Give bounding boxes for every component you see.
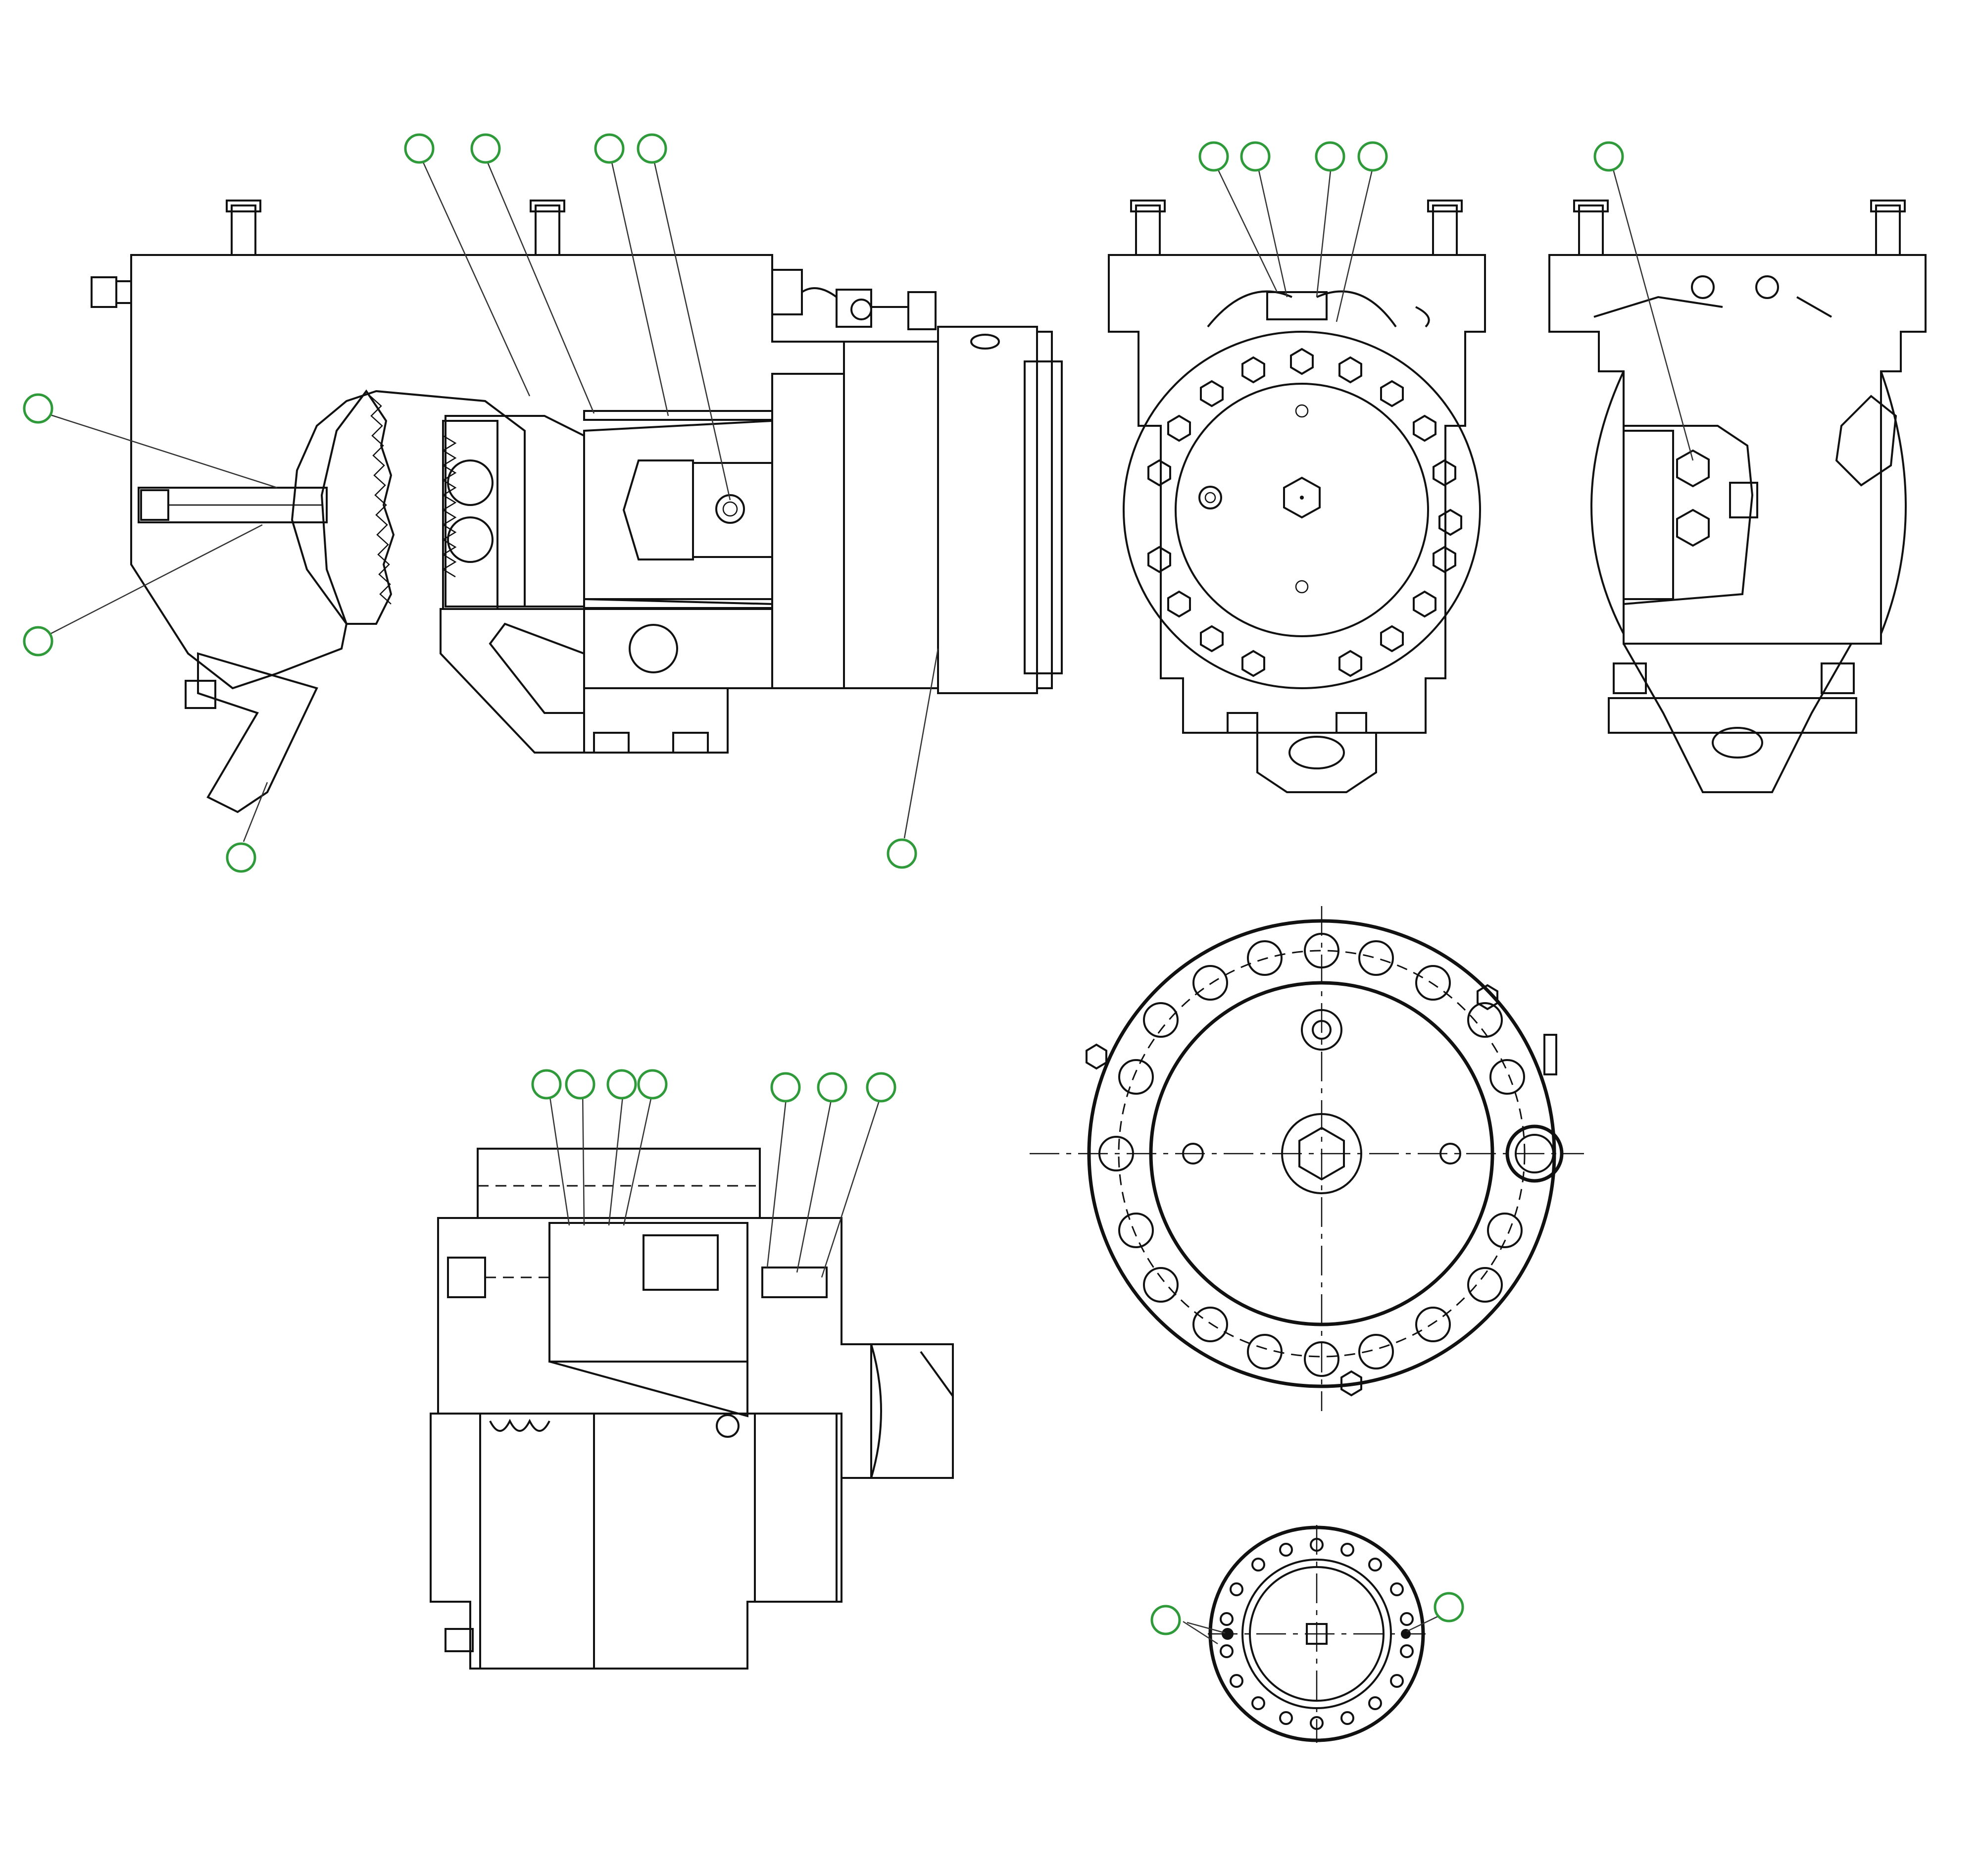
- callout-19[interactable]: [817, 1072, 847, 1103]
- callout-12[interactable]: [1357, 141, 1388, 172]
- rear-view: [1548, 200, 1927, 793]
- callout-2[interactable]: [470, 133, 501, 164]
- callout-5[interactable]: [23, 393, 53, 424]
- large-flange-view: [1030, 906, 1584, 1411]
- small-flange-bolt-circle: [1220, 1538, 1414, 1730]
- callout-18[interactable]: [770, 1072, 801, 1103]
- callout-1[interactable]: [404, 133, 435, 164]
- front-bolt-circle: [1147, 348, 1462, 677]
- leader-lines: [50, 162, 1694, 1645]
- callout-21[interactable]: [1150, 1605, 1181, 1635]
- callout-8[interactable]: [887, 838, 917, 869]
- callout-15[interactable]: [565, 1069, 595, 1100]
- callout-16[interactable]: [606, 1069, 637, 1100]
- bottom-section-view: [430, 1148, 954, 1670]
- callout-11[interactable]: [1315, 141, 1345, 172]
- side-section-view: [91, 200, 1063, 813]
- callout-22[interactable]: [1434, 1592, 1464, 1622]
- callout-9[interactable]: [1198, 141, 1229, 172]
- callout-10[interactable]: [1240, 141, 1271, 172]
- callout-20[interactable]: [866, 1072, 896, 1103]
- callout-14[interactable]: [531, 1069, 562, 1100]
- small-flange-view: [1208, 1525, 1426, 1743]
- front-view: [1108, 200, 1486, 793]
- callout-13[interactable]: [1593, 141, 1624, 172]
- callout-7[interactable]: [226, 842, 256, 873]
- callout-6[interactable]: [23, 626, 53, 657]
- callout-3[interactable]: [594, 133, 625, 164]
- callout-17[interactable]: [637, 1069, 668, 1100]
- callouts: [23, 133, 1624, 1635]
- callout-4[interactable]: [637, 133, 667, 164]
- large-flange-bolt-circle: [1098, 933, 1525, 1377]
